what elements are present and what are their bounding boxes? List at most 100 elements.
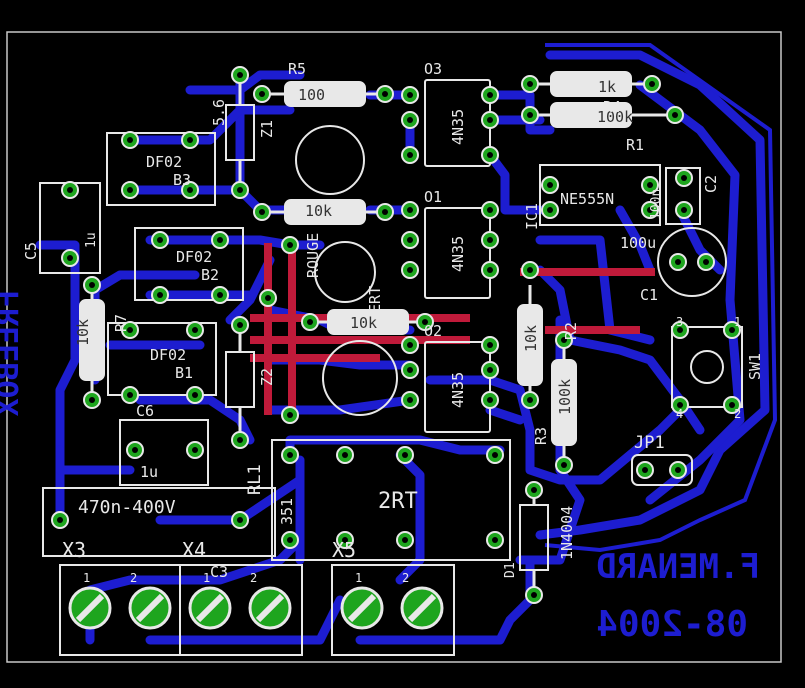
pad-hole	[672, 112, 678, 118]
c2-ref: C2	[702, 175, 720, 193]
pad-hole	[531, 592, 537, 598]
pad-hole	[487, 152, 493, 158]
r7-value: 10k	[74, 319, 92, 346]
board-outline	[6, 31, 782, 663]
r1-value: 1k	[598, 78, 616, 96]
c6-value: 1u	[140, 463, 158, 481]
jp1-outline	[631, 454, 693, 486]
terminal-x4-outline	[179, 564, 303, 656]
pad-hole	[342, 537, 348, 543]
c1-value: 100u	[620, 234, 656, 252]
pad-hole	[642, 467, 648, 473]
relay-rl1-outline	[271, 439, 511, 561]
pad-hole	[342, 452, 348, 458]
pad-hole	[729, 327, 735, 333]
pad-hole	[527, 81, 533, 87]
pad-hole	[677, 402, 683, 408]
pad-hole	[287, 242, 293, 248]
sw1-pin4: 4	[676, 407, 683, 421]
pad-hole	[287, 537, 293, 543]
led-green-outline	[314, 241, 376, 303]
pad-hole	[561, 337, 567, 343]
pad-hole	[382, 91, 388, 97]
pad-hole	[492, 537, 498, 543]
x5-pin2: 2	[402, 571, 409, 585]
r4-ref: R4	[603, 98, 621, 116]
pad-hole	[192, 327, 198, 333]
terminal-screws	[68, 586, 444, 630]
date-text: 08-2004	[596, 604, 748, 645]
bridge-b1-outline	[107, 322, 217, 396]
pad-hole	[67, 187, 73, 193]
pad-hole	[527, 112, 533, 118]
r-mid-value: 10k	[350, 314, 377, 332]
silkscreen-labels: R5 100 O3 4N35 O1 4N35 O2 4N35 1k 100k R…	[22, 60, 764, 585]
b3-value: DF02	[146, 153, 182, 171]
pad-hole	[677, 327, 683, 333]
pad-hole	[382, 209, 388, 215]
pad-hole	[527, 267, 533, 273]
pad-hole	[407, 397, 413, 403]
pad-hole	[187, 187, 193, 193]
pad-hole	[287, 412, 293, 418]
led-red-outline	[295, 125, 365, 195]
pad-hole	[307, 319, 313, 325]
pad-hole	[259, 91, 265, 97]
pad-hole	[187, 137, 193, 143]
pad-hole	[675, 259, 681, 265]
pad-hole	[407, 152, 413, 158]
pad-hole	[192, 392, 198, 398]
pad-hole	[647, 207, 653, 213]
pad-hole	[407, 117, 413, 123]
pad-hole	[675, 467, 681, 473]
pad-hole	[132, 447, 138, 453]
o2-value: 4N35	[449, 372, 467, 408]
o3-ref: O3	[424, 60, 442, 78]
bottom-copper-traces	[35, 50, 770, 645]
pad-hole	[67, 255, 73, 261]
o1-value: 4N35	[449, 236, 467, 272]
r6-value: 10k	[305, 202, 332, 220]
o2-ref: O2	[424, 322, 442, 340]
pad-hole	[407, 92, 413, 98]
c2-outline	[665, 167, 701, 225]
pad-hole	[127, 187, 133, 193]
pad-hole	[487, 237, 493, 243]
o1-ref: O1	[424, 188, 442, 206]
brand-text: FREEBOX	[0, 290, 26, 416]
c1-ref: C1	[640, 286, 658, 304]
jp1-ref: JP1	[634, 433, 665, 453]
sw1-button	[690, 350, 724, 384]
bridge-b3-outline	[106, 132, 216, 206]
pad-hole	[237, 437, 243, 443]
x5-ref: X5	[332, 538, 356, 562]
r5-ref: R5	[288, 60, 306, 78]
pad-hole	[57, 517, 63, 523]
c6-outline	[119, 419, 209, 486]
pad-hole	[487, 367, 493, 373]
pad-hole	[561, 462, 567, 468]
z1-ref: Z1	[258, 120, 276, 138]
d1-ref: D1	[503, 562, 518, 578]
c5-ref: C5	[22, 242, 40, 260]
pad-hole	[287, 452, 293, 458]
o3-value: 4N35	[449, 109, 467, 145]
pad-hole	[407, 267, 413, 273]
r1-ref: R1	[626, 136, 644, 154]
pad-hole	[487, 342, 493, 348]
pad-hole	[407, 342, 413, 348]
b2-value: DF02	[176, 248, 212, 266]
pad-hole	[259, 209, 265, 215]
pad-hole	[192, 447, 198, 453]
x4-ref: X4	[182, 538, 206, 562]
x5-pin1: 1	[355, 571, 362, 585]
pad-hole	[89, 282, 95, 288]
x3-ref: X3	[62, 538, 86, 562]
r1-body	[550, 71, 632, 97]
ic1-outline	[539, 164, 661, 226]
b3-ref: B3	[173, 171, 191, 189]
pad-hole	[487, 92, 493, 98]
c1-outline	[657, 227, 727, 297]
pad-hole	[647, 182, 653, 188]
